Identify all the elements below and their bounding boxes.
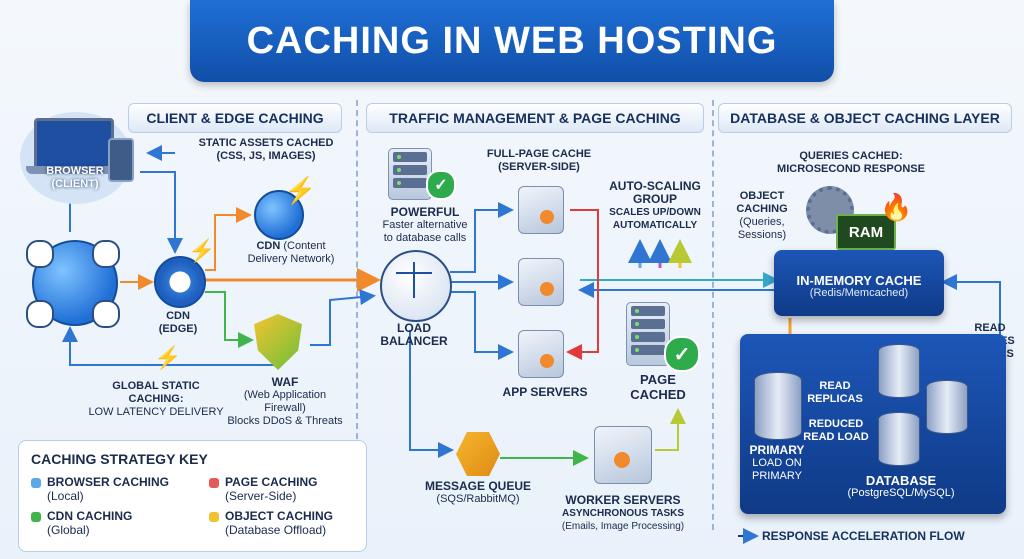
gear-icon-3 bbox=[540, 354, 554, 368]
in-memory-cache-platform: IN-MEMORY CACHE (Redis/Memcached) bbox=[774, 250, 944, 316]
section-database: DATABASE & OBJECT CACHING LAYER bbox=[718, 103, 1012, 133]
autoscaling-label: AUTO-SCALING GROUP SCALES UP/DOWN AUTOMA… bbox=[609, 179, 701, 232]
user-icon-1 bbox=[26, 240, 54, 268]
primary-label: PRIMARY LOAD ON PRIMARY bbox=[749, 443, 805, 483]
page-title: CACHING IN WEB HOSTING bbox=[246, 19, 778, 62]
ram-chip-icon: RAM bbox=[836, 214, 896, 250]
full-page-cache-label: FULL-PAGE CACHE(SERVER-SIDE) bbox=[486, 148, 592, 173]
check-icon-powerful: ✓ bbox=[426, 170, 456, 200]
bolt-icon-cdn: ⚡ bbox=[284, 175, 317, 205]
app-server-2 bbox=[518, 258, 564, 306]
message-queue-label: MESSAGE QUEUE (SQS/RabbitMQ) bbox=[424, 479, 532, 506]
key-swatch-cdn bbox=[31, 511, 41, 522]
cdn-edge-icon bbox=[154, 256, 206, 308]
static-assets-label: STATIC ASSETS CACHED(CSS, JS, IMAGES) bbox=[198, 137, 334, 162]
replica-db-icon-1 bbox=[878, 344, 920, 398]
replica-db-icon-3 bbox=[878, 412, 920, 466]
worker-servers-label: WORKER SERVERS ASYNCHRONOUS TASKS (Email… bbox=[561, 493, 685, 533]
app-servers-label: APP SERVERS bbox=[502, 385, 588, 399]
key-swatch-object bbox=[209, 511, 219, 522]
arrow-return-browser bbox=[69, 340, 275, 366]
cdn-network-icon bbox=[254, 190, 304, 240]
user-icon-4 bbox=[92, 300, 120, 328]
check-icon-page-cached: ✓ bbox=[664, 336, 700, 372]
section-client-edge: CLIENT & EDGE CACHING bbox=[128, 103, 342, 133]
queries-cached-label: QUERIES CACHED:MICROSECOND RESPONSE bbox=[777, 150, 925, 175]
arrow-cdn-waf bbox=[205, 291, 254, 348]
cdn-edge-label: CDN(EDGE) bbox=[158, 310, 198, 335]
section-traffic: TRAFFIC MANAGEMENT & PAGE CACHING bbox=[366, 103, 704, 133]
arrow-browser-cdn bbox=[140, 171, 183, 254]
phone-icon bbox=[108, 138, 134, 182]
response-flow-label: RESPONSE ACCELERATION FLOW bbox=[762, 529, 965, 543]
primary-db-icon bbox=[754, 372, 802, 440]
caching-strategy-key: CACHING STRATEGY KEY BROWSER CACHING (Lo… bbox=[18, 440, 367, 552]
in-memory-cache-title: IN-MEMORY CACHE bbox=[796, 273, 922, 288]
bolt-icon-cdn-edge: ⚡ bbox=[188, 238, 216, 263]
key-title: CACHING STRATEGY KEY bbox=[31, 451, 208, 467]
arrow-lb-mq bbox=[409, 330, 454, 458]
global-caching-label: GLOBAL STATIC CACHING: LOW LATENCY DELIV… bbox=[88, 380, 224, 418]
gear-icon-worker bbox=[614, 452, 630, 468]
key-swatch-browser bbox=[31, 477, 41, 488]
database-label: DATABASE (PostgreSQL/MySQL) bbox=[847, 473, 955, 499]
key-item-object: OBJECT CACHING (Database Offload) bbox=[209, 509, 333, 537]
arrow-cdn-cdnnet bbox=[205, 207, 252, 271]
waf-label: WAF (Web Application Firewall) Blocks DD… bbox=[227, 375, 343, 428]
key-item-page: PAGE CACHING (Server-Side) bbox=[209, 475, 317, 503]
powerful-label: POWERFUL Faster alternative to database … bbox=[382, 205, 468, 245]
divider-right bbox=[712, 100, 714, 530]
scale-post-icon bbox=[413, 262, 415, 298]
app-server-3 bbox=[518, 330, 564, 378]
load-balancer-icon bbox=[380, 250, 452, 322]
page-cached-server-icon bbox=[626, 302, 670, 366]
arrow-waf-lb bbox=[310, 289, 376, 346]
key-item-browser: BROWSER CACHING (Local) bbox=[31, 475, 169, 503]
key-item-cdn: CDN CACHING (Global) bbox=[31, 509, 132, 537]
bolt-icon-global: ⚡ bbox=[154, 345, 182, 370]
message-queue-icon bbox=[456, 432, 500, 476]
powerful-server-icon bbox=[388, 148, 432, 200]
title-banner: CACHING IN WEB HOSTING bbox=[190, 0, 834, 82]
app-server-1 bbox=[518, 186, 564, 234]
arrow-worker-cached bbox=[655, 408, 686, 451]
laptop-base bbox=[26, 166, 116, 174]
arrow-autoscale bbox=[566, 209, 599, 360]
arrow-lb-app1 bbox=[450, 202, 514, 273]
gear-icon-1 bbox=[540, 210, 554, 224]
laptop-icon bbox=[34, 118, 114, 172]
gear-icon-2 bbox=[540, 282, 554, 296]
divider-left bbox=[356, 100, 358, 530]
object-caching-label: OBJECT CACHING (Queries, Sessions) bbox=[736, 190, 788, 241]
browser-label: BROWSER(CLIENT) bbox=[46, 165, 104, 190]
arrow-lb-app3 bbox=[450, 291, 514, 360]
key-swatch-page bbox=[209, 477, 219, 488]
in-memory-cache-sub: (Redis/Memcached) bbox=[809, 287, 909, 299]
replica-db-icon-2 bbox=[926, 380, 968, 434]
user-icon-3 bbox=[26, 300, 54, 328]
user-icon-2 bbox=[92, 240, 120, 268]
flame-icon: 🔥 bbox=[880, 192, 913, 222]
